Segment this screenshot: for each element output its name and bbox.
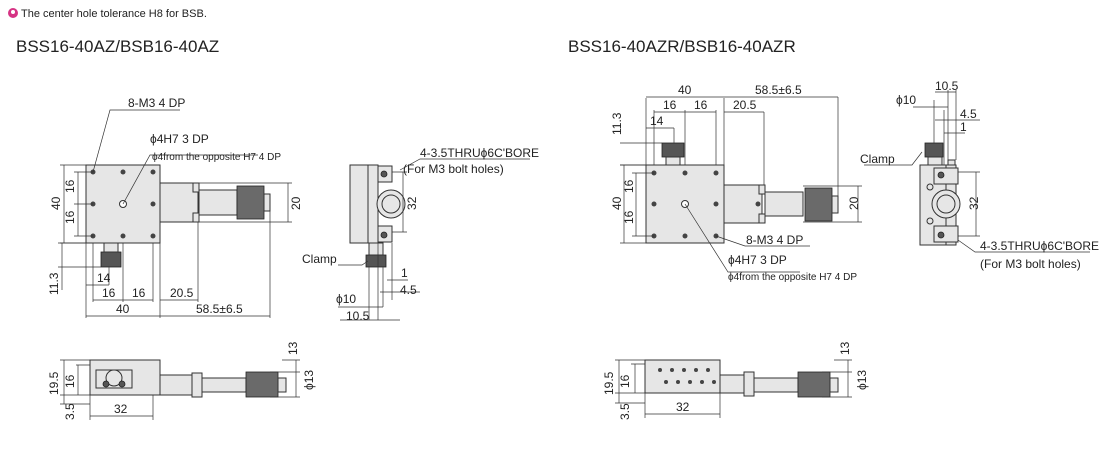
dim-40-height: 40 bbox=[49, 196, 63, 210]
pin-opposite-label: ϕ4from the opposite H7 4 DP bbox=[728, 272, 857, 283]
dim-14: 14 bbox=[97, 271, 111, 285]
tolerance-note: The center hole tolerance H8 for BSB. bbox=[21, 8, 207, 20]
right-top-view: 40 16 16 11.3 14 16 16 20.5 40 58.5±6.5 … bbox=[610, 83, 862, 283]
dim-40-height: 40 bbox=[610, 196, 624, 210]
left-top-view: 8-M3 4 DP ϕ4H7 3 DP ϕ4from the opposite … bbox=[47, 96, 303, 318]
dim-20-5: 20.5 bbox=[733, 98, 757, 112]
dim-16: 16 bbox=[63, 210, 77, 224]
tap-label: 8-M3 4 DP bbox=[746, 233, 803, 247]
left-front-view: 19.5 16 3.5 32 13 ϕ13 bbox=[47, 341, 316, 420]
dim-16: 16 bbox=[663, 98, 677, 112]
clamp-label: Clamp bbox=[302, 252, 337, 266]
dim-10-5: 10.5 bbox=[935, 79, 959, 93]
right-model-title: BSS16-40AZR/BSB16-40AZR bbox=[568, 37, 796, 56]
bore-note: (For M3 bolt holes) bbox=[403, 162, 504, 176]
dim-32: 32 bbox=[114, 402, 128, 416]
dim-16: 16 bbox=[132, 286, 146, 300]
dim-14: 14 bbox=[650, 114, 664, 128]
dim-1: 1 bbox=[960, 120, 967, 134]
left-side-view: 4-3.5THRUϕ6C'BORE (For M3 bolt holes) Cl… bbox=[302, 146, 539, 323]
dim-1: 1 bbox=[401, 266, 408, 280]
dim-4-5: 4.5 bbox=[400, 283, 417, 297]
dim-16: 16 bbox=[622, 210, 636, 224]
micrometer-knob-icon bbox=[804, 187, 833, 222]
dim-20: 20 bbox=[289, 196, 303, 210]
dim-16: 16 bbox=[622, 179, 636, 193]
bore-note: (For M3 bolt holes) bbox=[980, 257, 1081, 271]
dim-19-5: 19.5 bbox=[602, 371, 616, 395]
right-front-view: 19.5 16 3.5 32 13 ϕ13 bbox=[602, 341, 869, 420]
pin-label: ϕ4H7 3 DP bbox=[728, 253, 787, 267]
dim-16: 16 bbox=[694, 98, 708, 112]
dim-phi13: ϕ13 bbox=[302, 370, 316, 390]
dim-phi10: ϕ10 bbox=[896, 93, 916, 107]
dim-phi10: ϕ10 bbox=[336, 292, 356, 306]
dim-32: 32 bbox=[967, 196, 981, 210]
left-model-title: BSS16-40AZ/BSB16-40AZ bbox=[16, 37, 219, 56]
clamp-knob-icon bbox=[100, 251, 122, 268]
dim-16: 16 bbox=[102, 286, 116, 300]
tap-label: 8-M3 4 DP bbox=[128, 96, 185, 110]
dim-32: 32 bbox=[676, 400, 690, 414]
dim-32: 32 bbox=[405, 196, 419, 210]
micrometer-knob-icon bbox=[236, 185, 265, 220]
bore-label: 4-3.5THRUϕ6C'BORE bbox=[420, 146, 539, 160]
dim-4-5: 4.5 bbox=[960, 107, 977, 121]
pin-opposite-label: ϕ4from the opposite H7 4 DP bbox=[152, 152, 281, 163]
dim-3-5: 3.5 bbox=[63, 403, 77, 420]
dim-phi13: ϕ13 bbox=[855, 370, 869, 390]
dim-13: 13 bbox=[838, 341, 852, 355]
clamp-label: Clamp bbox=[860, 152, 895, 166]
dim-58-5: 58.5±6.5 bbox=[755, 83, 802, 97]
dim-20: 20 bbox=[847, 196, 861, 210]
dim-19-5: 19.5 bbox=[47, 371, 61, 395]
pin-label: ϕ4H7 3 DP bbox=[150, 132, 209, 146]
dim-20-5: 20.5 bbox=[170, 286, 194, 300]
dim-16: 16 bbox=[63, 179, 77, 193]
dim-16: 16 bbox=[618, 374, 632, 388]
dim-40-width: 40 bbox=[678, 83, 692, 97]
dim-40-width: 40 bbox=[116, 302, 130, 316]
dim-11-3: 11.3 bbox=[47, 272, 61, 295]
dim-58-5: 58.5±6.5 bbox=[196, 302, 243, 316]
dim-3-5: 3.5 bbox=[618, 403, 632, 420]
dim-11-3: 11.3 bbox=[610, 112, 624, 135]
dim-13: 13 bbox=[286, 341, 300, 355]
clamp-knob-icon bbox=[661, 142, 685, 158]
dim-16: 16 bbox=[63, 374, 77, 388]
bore-label: 4-3.5THRUϕ6C'BORE bbox=[980, 239, 1099, 253]
dim-10-5: 10.5 bbox=[346, 309, 370, 323]
right-side-view: Clamp 32 10.5 ϕ10 4.5 1 4-3.5THRUϕ6C'BOR… bbox=[860, 79, 1099, 271]
